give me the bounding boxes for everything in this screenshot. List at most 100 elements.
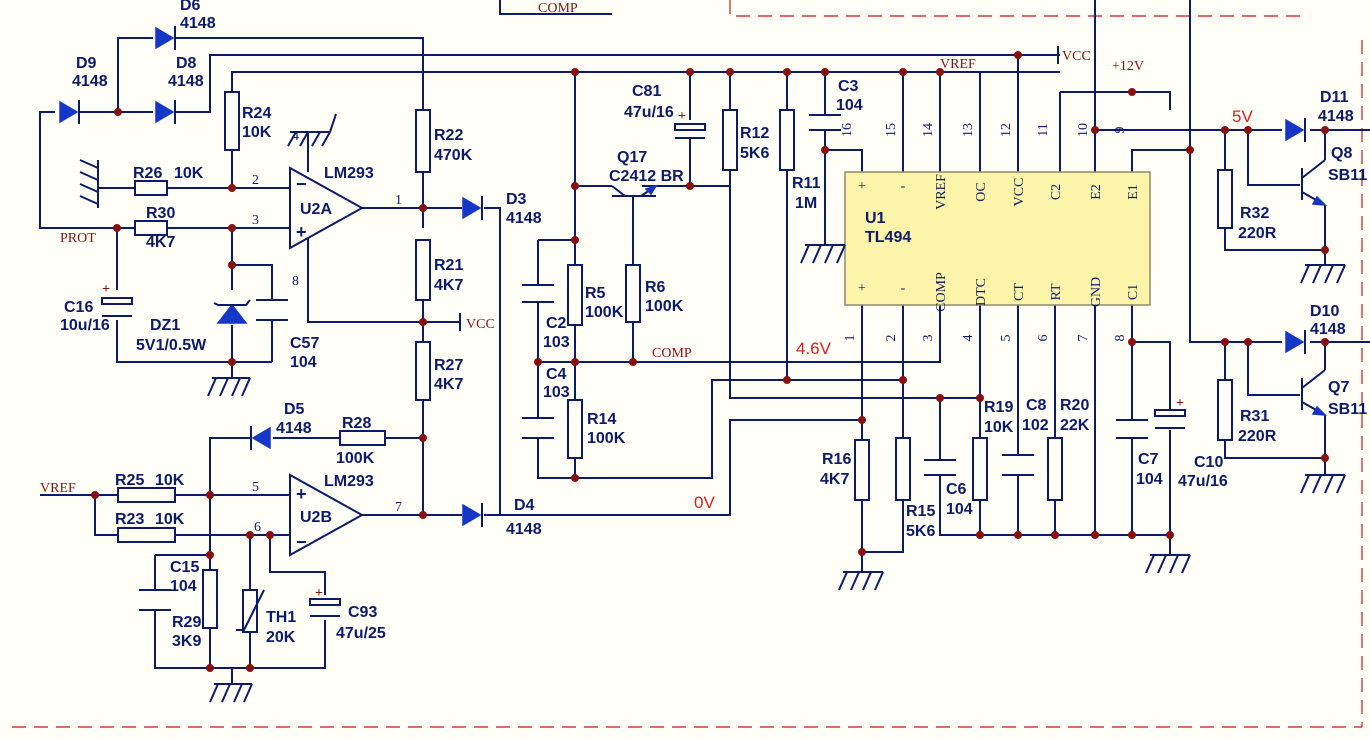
resistor-r19 (972, 437, 988, 501)
resistor-r21 (415, 239, 431, 301)
net-label-prot: PROT (60, 231, 96, 246)
svg-text:47u/16: 47u/16 (1178, 473, 1228, 490)
diodes (59, 26, 1306, 527)
power-flags (425, 46, 1059, 331)
capacitors: + + + + (101, 109, 1186, 617)
svg-text:3K9: 3K9 (172, 633, 201, 650)
svg-text:Q8: Q8 (1331, 145, 1352, 162)
voltage-0v: 0V (694, 493, 715, 512)
svg-text:C93: C93 (348, 604, 377, 621)
svg-text:4148: 4148 (506, 210, 542, 227)
net-label-12v: +12V (1112, 59, 1144, 74)
svg-text:4148: 4148 (180, 15, 216, 32)
svg-text:220R: 220R (1238, 225, 1277, 242)
svg-text:4148: 4148 (276, 420, 312, 437)
transistor-q7 (1301, 369, 1327, 416)
ic-pin-number: 5 (999, 335, 1014, 342)
ic-pin-label: RT (1049, 283, 1064, 300)
svg-text:R6: R6 (645, 279, 666, 296)
opamp-pin-numbers: 4 2 3 1 8 5 6 7 (252, 129, 402, 535)
ground-icon (207, 377, 251, 397)
svg-text:R27: R27 (434, 357, 463, 374)
svg-text:100K: 100K (585, 304, 624, 321)
svg-text:5K6: 5K6 (906, 523, 935, 540)
svg-text:10K: 10K (155, 511, 185, 528)
resistor-r20 (1047, 437, 1063, 501)
svg-text:D4: D4 (514, 497, 535, 514)
resistor-r15 (895, 437, 911, 501)
cap-c15 (139, 589, 171, 611)
svg-text:D5: D5 (284, 401, 305, 418)
svg-text:7: 7 (395, 500, 402, 515)
svg-text:47u/25: 47u/25 (336, 625, 386, 642)
svg-text:DZ1: DZ1 (150, 317, 180, 334)
svg-text:R19: R19 (984, 399, 1013, 416)
resistors (117, 91, 1233, 629)
resistor-r29 (202, 569, 218, 629)
svg-text:Q7: Q7 (1328, 379, 1349, 396)
svg-text:+: + (1176, 396, 1184, 411)
resistor-r6 (625, 264, 641, 323)
svg-text:4148: 4148 (72, 73, 108, 90)
cap-c16: + (101, 282, 133, 317)
resistor-r25 (117, 487, 176, 503)
opamp-u2b: U2B + − LM293 (289, 473, 374, 557)
svg-text:4K7: 4K7 (434, 277, 463, 294)
svg-text:C3: C3 (838, 78, 859, 95)
svg-text:D11: D11 (1320, 89, 1349, 106)
component-labels: D6 4148 D9 4148 D8 4148 R24 10K R26 10K … (60, 0, 1367, 650)
junction-dots (91, 51, 1329, 672)
ground-icon (800, 244, 846, 264)
ic-ref: U1 (865, 210, 886, 227)
svg-text:4K7: 4K7 (434, 376, 463, 393)
svg-text:8: 8 (292, 274, 299, 289)
ic-pin-number: 4 (961, 335, 976, 342)
svg-text:103: 103 (543, 384, 570, 401)
svg-text:C15: C15 (170, 559, 199, 576)
net-labels: VCC VREF +12V PROT VCC COMP VREF 5V 4.6V… (40, 49, 1253, 512)
svg-text:SB11: SB11 (1328, 167, 1367, 184)
svg-text:LM293: LM293 (324, 165, 374, 182)
resistor-r5 (567, 264, 583, 326)
svg-text:R14: R14 (587, 411, 616, 428)
svg-text:3: 3 (252, 213, 259, 228)
resistor-r31 (1217, 379, 1233, 441)
top-comp-net: COMP (499, 0, 612, 16)
ground-icon (1300, 474, 1346, 494)
svg-text:5V1/0.5W: 5V1/0.5W (136, 337, 207, 354)
svg-text:−: − (296, 174, 307, 194)
svg-text:C81: C81 (632, 83, 661, 100)
ic-pin-number: 1 (843, 335, 858, 342)
transistor-q8 (1301, 159, 1327, 206)
ic-pin-label: + (858, 179, 866, 194)
cap-c4 (522, 417, 554, 439)
svg-text:U2A: U2A (300, 201, 332, 218)
svg-text:C10: C10 (1194, 454, 1223, 471)
diode-d3 (462, 196, 483, 220)
ic-pin-number: 9 (1113, 127, 1128, 134)
svg-text:6: 6 (254, 520, 261, 535)
svg-text:R12: R12 (740, 125, 769, 142)
svg-text:C8: C8 (1026, 397, 1047, 414)
cap-c3 (809, 114, 841, 131)
svg-text:R30: R30 (146, 205, 175, 222)
svg-text:+: + (678, 109, 686, 124)
ic-pin-number: 8 (1113, 335, 1128, 342)
svg-text:Q17: Q17 (617, 149, 647, 166)
svg-text:4148: 4148 (1318, 108, 1354, 125)
cap-c8 (1002, 454, 1034, 476)
ic-pin-number: 11 (1036, 123, 1051, 136)
ic-part: TL494 (865, 229, 911, 246)
svg-text:10u/16: 10u/16 (60, 317, 110, 334)
cap-c7 (1116, 419, 1148, 439)
svg-text:R28: R28 (342, 415, 371, 432)
svg-text:104: 104 (946, 501, 973, 518)
resistor-r32 (1217, 169, 1233, 229)
svg-text:104: 104 (290, 354, 317, 371)
resistor-r16 (854, 439, 870, 501)
cap-c6 (924, 459, 956, 476)
zener-dz1 (213, 299, 251, 324)
svg-text:C2: C2 (546, 315, 567, 332)
